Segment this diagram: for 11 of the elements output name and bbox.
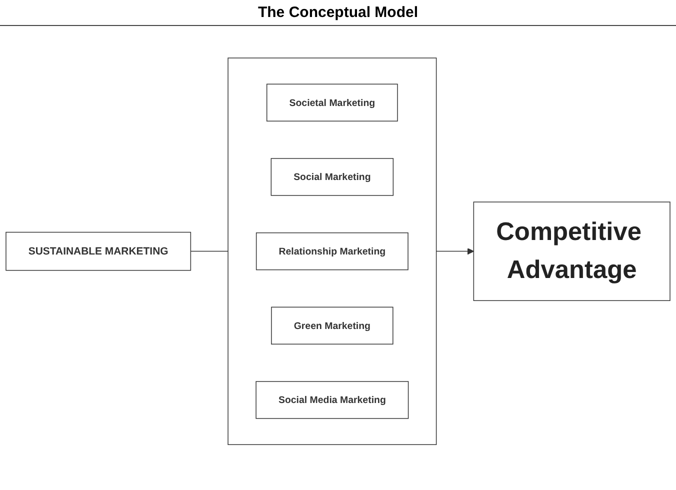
node-box: Social Media Marketing [256, 380, 409, 419]
node-box: Green Marketing [271, 306, 394, 344]
connector [190, 250, 228, 252]
node-box: Social Marketing [270, 158, 394, 196]
node-box: Relationship Marketing [256, 232, 408, 270]
arrow [436, 248, 474, 254]
diagram-title: The Conceptual Model [0, 0, 676, 26]
cluster [228, 57, 437, 445]
node-box: Societal Marketing [266, 83, 398, 122]
node-box: SUSTAINABLE MARKETING [6, 232, 192, 270]
node-box: Competitive Advantage [473, 201, 670, 301]
